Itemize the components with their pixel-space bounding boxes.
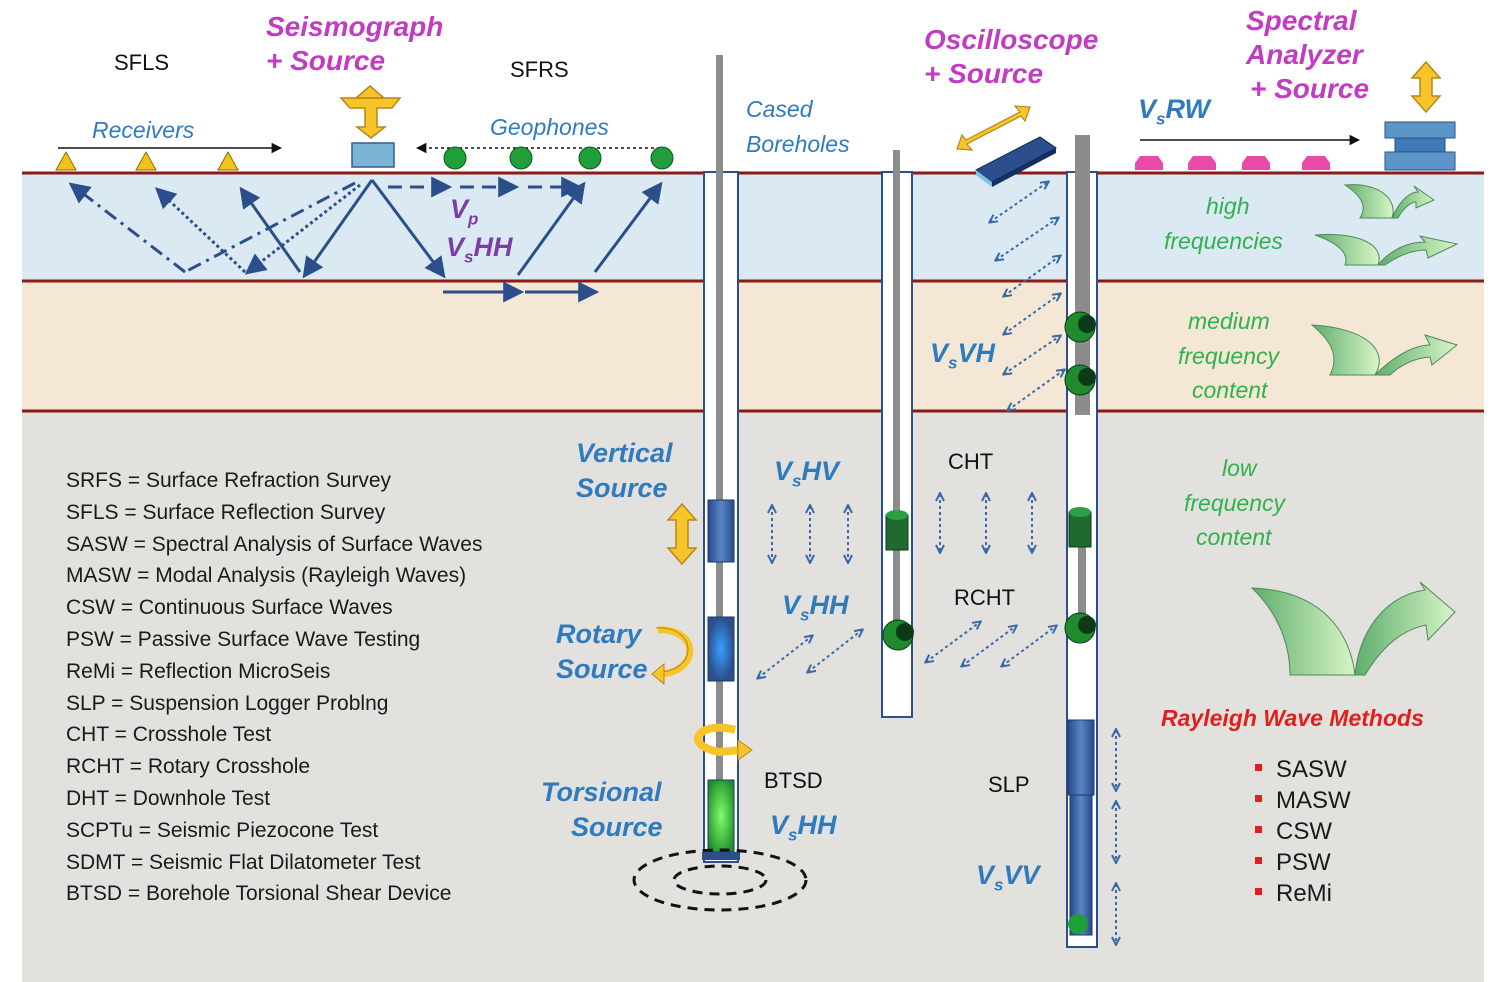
sfrs-label: SFRS [510,57,569,82]
rayleigh-item: MASW [1255,785,1351,816]
seismograph-source-icon [339,85,402,168]
vs-rw-label: VsRW [1138,94,1210,129]
cased-boreholes-line1: Cased [746,96,813,122]
medium-freq-line3: content [1192,377,1268,403]
borehole-2 [881,150,914,718]
receivers-label: Receivers [92,117,195,143]
geophones-label: Geophones [490,114,609,140]
legend-item: CSW = Continuous Surface Waves [66,596,393,620]
vs-vv-label: VsVV [976,860,1040,895]
low-freq-line2: frequency [1184,490,1286,516]
bullet-icon [1255,826,1262,834]
torsional-source-line2: Source [571,812,663,842]
seismograph-label-line2: + Source [266,45,386,76]
bullet-icon [1255,795,1262,803]
high-freq-line1: high [1206,193,1250,219]
medium-freq-line2: frequency [1178,343,1280,369]
surface-wave-sensors-icon [1135,134,1361,170]
spectral-label-line1: Spectral [1246,5,1357,36]
low-freq-wave [1250,581,1456,676]
legend-item: ReMi = Reflection MicroSeis [66,659,331,683]
legend-item: SCPTu = Seismic Piezocone Test [66,818,379,842]
sfls-label: SFLS [114,50,170,75]
vs-hh-mid-label: VsHH [782,590,849,625]
seismograph-label-line1: Seismograph [266,11,444,42]
borehole-1 [702,55,740,863]
legend-item: SASW = Spectral Analysis of Surface Wave… [66,532,483,556]
spectral-label-line2: Analyzer [1246,39,1363,70]
high-freq-line2: frequencies [1164,228,1283,254]
layer-bottom [22,411,1484,982]
legend-item: SLP = Suspension Logger Problng [66,691,389,715]
high-freq-waves [1314,184,1459,266]
spectral-analyzer-source-icon [1384,60,1456,171]
wave-arrows [758,182,1116,944]
borehole-3 [1064,135,1098,948]
torsional-source-line1: Torsional [541,777,662,807]
vp-label: Vp [450,194,479,229]
rayleigh-methods-title: Rayleigh Wave Methods [1161,705,1424,731]
legend-item: CHT = Crosshole Test [66,723,272,747]
legend-item: PSW = Passive Surface Wave Testing [66,627,421,651]
bullet-icon [1255,764,1262,772]
receivers-icon [55,142,283,171]
vertical-source-line2: Source [576,473,668,503]
rotary-source-line1: Rotary [556,619,642,649]
rotary-arrow-icon [657,626,694,678]
rayleigh-item: SASW [1255,754,1351,785]
bullet-icon [1255,888,1262,896]
legend-item: SFLS = Surface Reflection Survey [66,500,386,524]
legend-item: SDMT = Seismic Flat Dilatometer Test [66,850,421,874]
vs-hh-bottom-label: VsHH [770,810,837,845]
oscilloscope-source-icon [956,105,1057,187]
vs-vh-label: VsVH [930,338,995,373]
legend-item: MASW = Modal Analysis (Rayleigh Waves) [66,564,467,588]
abbreviation-legend: SRFS = Surface Refraction Survey SFLS = … [66,465,482,910]
legend-item: BTSD = Borehole Torsional Shear Device [66,882,452,906]
cht-label: CHT [948,449,994,474]
vertical-double-arrow-icon [666,502,698,566]
legend-item: RCHT = Rotary Crosshole [66,755,311,779]
rayleigh-item: ReMi [1255,878,1351,909]
rayleigh-item: PSW [1255,847,1351,878]
rayleigh-item: CSW [1255,816,1351,847]
low-freq-line3: content [1196,524,1272,550]
rotary-source-line2: Source [556,654,648,684]
low-freq-line1: low [1222,455,1257,481]
rayleigh-methods-list: SASW MASW CSW PSW ReMi [1255,754,1351,909]
vs-hh-top-label: VsHH [446,232,513,267]
oscilloscope-label-line1: Oscilloscope [924,24,1099,55]
legend-item: DHT = Downhole Test [66,786,271,810]
vertical-source-line1: Vertical [576,438,673,468]
rcht-label: RCHT [954,585,1016,610]
geophones-icon [415,142,674,170]
medium-freq-wave [1310,324,1459,376]
bullet-icon [1255,857,1262,865]
torsional-arrow-icon [694,723,741,757]
medium-freq-line1: medium [1188,308,1270,334]
slp-label: SLP [988,772,1030,797]
spectral-label-line3: + Source [1250,73,1370,104]
btsd-label: BTSD [764,768,823,793]
legend-item: SRFS = Surface Refraction Survey [66,469,392,492]
vs-hv-label: VsHV [774,456,839,491]
layer-middle [22,281,1484,411]
cased-boreholes-line2: Boreholes [746,131,850,157]
torsional-rings [632,848,808,912]
reflection-rays [68,176,663,303]
oscilloscope-label-line2: + Source [924,58,1044,89]
